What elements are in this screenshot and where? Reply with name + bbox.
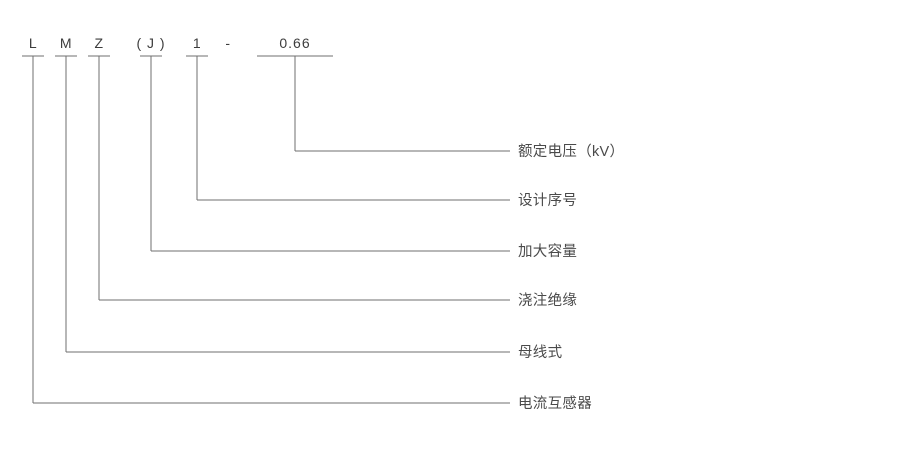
token-l: L	[28, 35, 38, 51]
label-leader-busbar-type: 母线式	[518, 345, 563, 361]
label-leader-cast-insulation: 浇注绝缘	[518, 293, 578, 309]
token-m: M	[59, 35, 73, 51]
leader-lines	[32, 56, 510, 404]
label-leader-rated-voltage: 额定电压（kV）	[518, 144, 625, 160]
label-leader-current-transformer: 电流互感器	[518, 396, 592, 412]
token-066: 0.66	[279, 35, 311, 51]
token-z: Z	[94, 35, 104, 51]
token-1: 1	[192, 35, 202, 51]
token-dash: -	[225, 35, 231, 51]
label-leader-design-serial: 设计序号	[518, 193, 578, 209]
label-leader-increased-capacity: 加大容量	[518, 244, 578, 260]
token-j: ( J )	[136, 35, 166, 51]
